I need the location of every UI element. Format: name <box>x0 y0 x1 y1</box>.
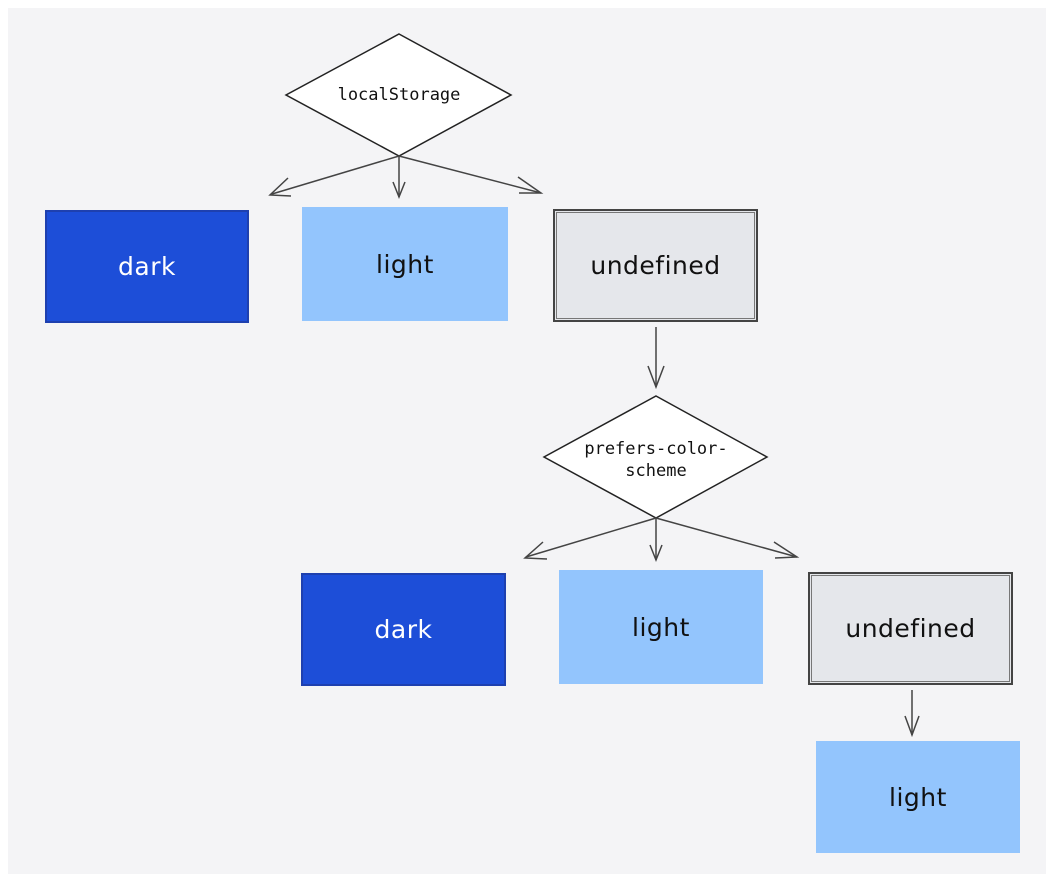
decision-label-line2: scheme <box>625 461 687 481</box>
outcome-undefined-box: undefined <box>553 209 758 322</box>
system-dark-box: dark <box>301 573 506 686</box>
outcome-light-box: light <box>302 207 508 321</box>
diagram-canvas <box>8 8 1046 874</box>
system-undefined-box: undefined <box>808 572 1013 685</box>
outcome-dark-box: dark <box>45 210 249 323</box>
arrows-from-localstorage <box>268 155 544 200</box>
arrows-from-prefers-color-scheme <box>523 517 800 563</box>
fallback-light-box: light <box>816 741 1020 853</box>
system-light-box: light <box>559 570 763 684</box>
arrow-to-prefers-color-scheme <box>647 327 665 390</box>
decision-label-line1: prefers-color- <box>584 439 728 459</box>
decision-label-prefers-color-scheme: prefers-color- scheme <box>556 438 756 482</box>
arrow-to-fallback-light <box>904 690 920 738</box>
decision-label-localstorage: localStorage <box>337 85 461 105</box>
